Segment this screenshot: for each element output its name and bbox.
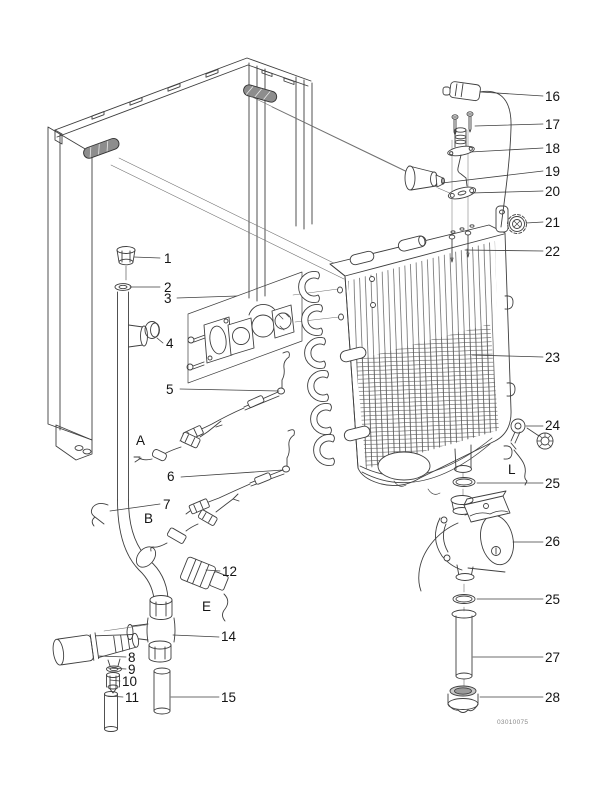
- cap-fitting-1: [116, 246, 136, 281]
- callout-26: 26: [545, 534, 561, 549]
- mounting-rod-right: [243, 84, 278, 103]
- callout-14: 14: [221, 629, 237, 644]
- pipe-11: [104, 691, 118, 732]
- burner-manifold: [186, 271, 344, 384]
- callout-24: 24: [545, 418, 561, 433]
- washer-2: [114, 283, 132, 291]
- callout-2: 2: [164, 280, 172, 295]
- callout-18: 18: [545, 141, 561, 156]
- wire-harness-b: [150, 493, 240, 552]
- callout-15: 15: [221, 690, 237, 705]
- callout-5: 5: [166, 382, 174, 397]
- callout-21: 21: [545, 215, 561, 230]
- callout-letter-a: A: [136, 433, 146, 448]
- cabinet-frame: [47, 57, 453, 461]
- callout-28: 28: [545, 690, 561, 705]
- callout-4: 4: [166, 336, 174, 351]
- callout-22: 22: [545, 244, 561, 259]
- grommet-24b: [536, 432, 554, 450]
- callout-19: 19: [545, 164, 561, 179]
- callout-7: 7: [163, 497, 171, 512]
- sensor-ring-terminal-24: [510, 418, 528, 486]
- oring-25-bottom: [452, 583, 476, 612]
- callout-letter-l: L: [508, 462, 516, 477]
- callout-letter-e: E: [202, 599, 212, 614]
- callout-23: 23: [545, 350, 561, 365]
- mounting-rod-left: [83, 137, 120, 159]
- callout-17: 17: [545, 117, 561, 132]
- manifold-screws: [186, 334, 206, 371]
- callout-8: 8: [128, 650, 136, 665]
- ignition-cable-16: [442, 81, 512, 228]
- callout-25-bottom: 25: [545, 592, 561, 607]
- callout-27: 27: [545, 650, 561, 665]
- callout-1: 1: [164, 251, 172, 266]
- down-pipe: [117, 291, 169, 600]
- heat-exchanger: [298, 205, 516, 495]
- electrode-18: [447, 127, 475, 187]
- gas-pipe-assembly: [114, 246, 169, 600]
- callout-9: 9: [128, 662, 136, 677]
- oring-25-top: [452, 471, 476, 498]
- pipe-15: [153, 667, 171, 715]
- hx-burner-ports: [298, 271, 335, 466]
- sensor-capillary-6: [185, 429, 295, 515]
- pressure-switch-12: [180, 556, 229, 622]
- callout-letter-b: B: [144, 511, 154, 526]
- hx-fin-mesh: [356, 324, 499, 468]
- callout-20: 20: [545, 184, 561, 199]
- back-panels: [248, 62, 313, 302]
- callout-10: 10: [122, 674, 138, 689]
- fitting-10: [106, 672, 120, 694]
- pipe-27: [451, 609, 477, 687]
- callout-25-top: 25: [545, 476, 561, 491]
- pipe-clip-7: [90, 502, 109, 527]
- leader-lines: [98, 91, 544, 698]
- callout-12: 12: [222, 564, 238, 579]
- callout-16: 16: [545, 89, 561, 104]
- projection-lines: [110, 95, 453, 280]
- wire-harness-a: [133, 420, 223, 463]
- union-nut-28: [447, 685, 479, 713]
- callout-11: 11: [125, 690, 140, 705]
- left-side-panel: [47, 126, 93, 461]
- manifold-frame: [187, 271, 303, 384]
- callout-6: 6: [167, 469, 175, 484]
- pump-26: [418, 490, 514, 592]
- grommet-19: [404, 165, 445, 191]
- screws-17: [451, 111, 474, 136]
- screws-22: [448, 230, 472, 263]
- gasket-20: [447, 186, 477, 200]
- tee-fitting-14: [126, 595, 176, 663]
- safety-valve-8: [52, 624, 147, 667]
- drawing-number: 03010075: [497, 719, 529, 726]
- ignition-assembly: [404, 81, 527, 263]
- ring-4: [144, 321, 160, 339]
- callout-3: 3: [164, 291, 172, 306]
- nut-21: [507, 214, 527, 234]
